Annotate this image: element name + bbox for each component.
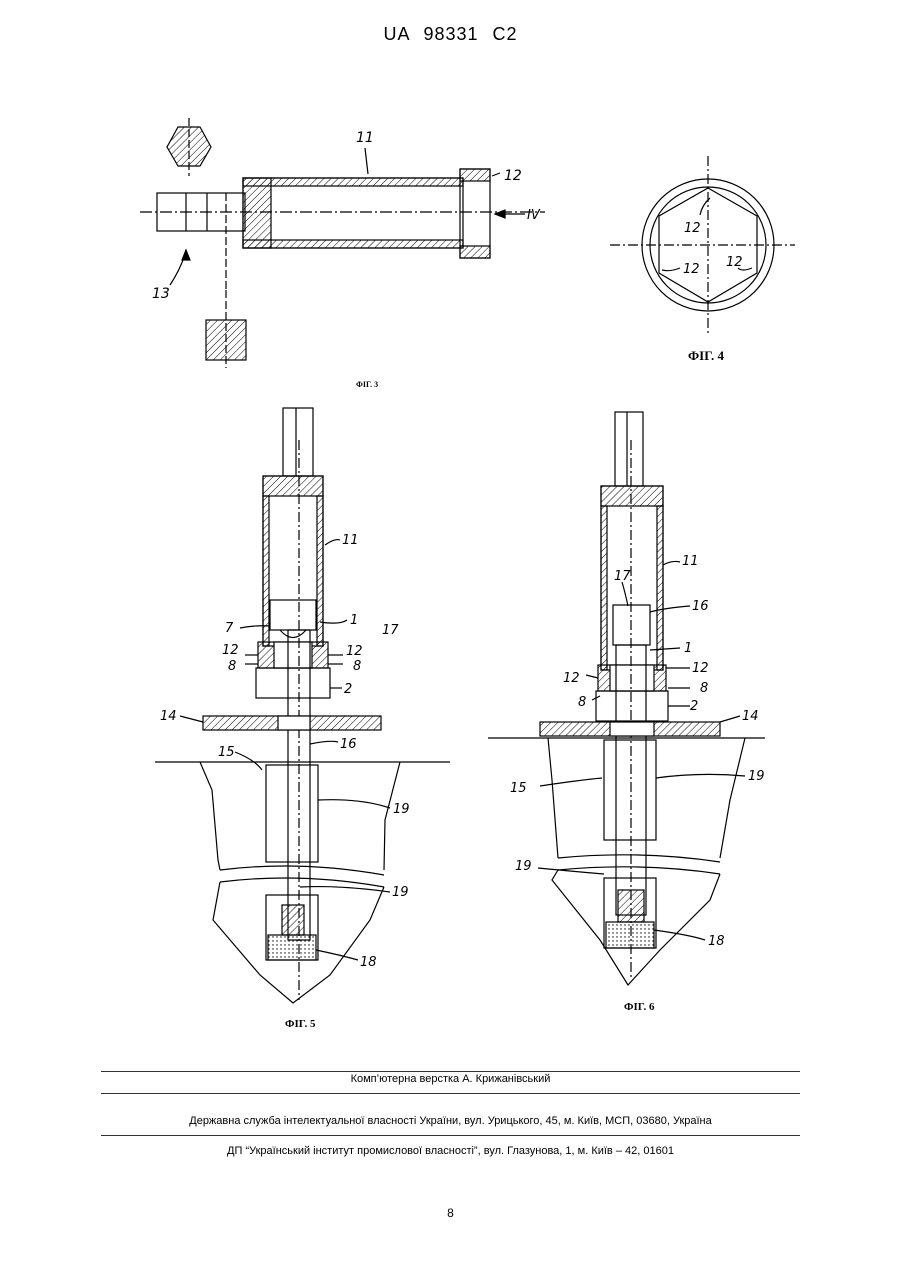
fig6-label-8a: 8 bbox=[578, 695, 586, 710]
fig6-label-12b: 12 bbox=[692, 661, 709, 676]
fig5-label-19a: 19 bbox=[393, 802, 410, 817]
fig6-caption: ФІГ. 6 bbox=[624, 1001, 655, 1013]
fig5-label-2: 2 bbox=[344, 682, 352, 697]
footer-divider-1 bbox=[101, 1071, 800, 1072]
fig6-label-2: 2 bbox=[690, 699, 698, 714]
fig4-label-12a: 12 bbox=[684, 221, 701, 236]
fig3-label-IV: IV bbox=[527, 208, 541, 223]
fig5-label-12a: 12 bbox=[222, 643, 239, 658]
fig4-caption: ФІГ. 4 bbox=[688, 348, 725, 363]
patent-drawings: 11 12 13 IV ФІГ. 3 12 12 12 ФІГ. 4 bbox=[0, 0, 901, 1060]
fig5-label-8b: 8 bbox=[353, 659, 361, 674]
fig6-label-19a: 19 bbox=[748, 769, 765, 784]
page-number: 8 bbox=[0, 1206, 901, 1220]
fig6-label-1: 1 bbox=[684, 641, 692, 656]
fig5-label-16: 16 bbox=[340, 737, 357, 752]
footer-divider-2 bbox=[101, 1093, 800, 1094]
fig5-label-11: 11 bbox=[342, 533, 359, 548]
fig6-label-17: 17 bbox=[614, 569, 631, 584]
footer-institute: ДП “Український інститут промислової вла… bbox=[0, 1145, 901, 1157]
fig6-label-11: 11 bbox=[682, 554, 699, 569]
footer-composer: Комп’ютерна верстка А. Крижанівський bbox=[0, 1073, 901, 1085]
fig6-label-12a: 12 bbox=[563, 671, 580, 686]
fig5-label-17: 17 bbox=[382, 623, 399, 638]
fig5-label-7: 7 bbox=[225, 621, 234, 636]
figure-5 bbox=[155, 408, 450, 1003]
fig5-label-12b: 12 bbox=[346, 644, 363, 659]
fig5-label-8a: 8 bbox=[228, 659, 236, 674]
fig3-label-11: 11 bbox=[356, 130, 374, 146]
fig5-label-1: 1 bbox=[350, 613, 358, 628]
fig4-label-12c: 12 bbox=[726, 255, 743, 270]
fig6-label-16: 16 bbox=[692, 599, 709, 614]
fig6-label-15: 15 bbox=[510, 781, 527, 796]
fig4-label-12b: 12 bbox=[683, 262, 700, 277]
fig5-label-19b: 19 bbox=[392, 885, 409, 900]
fig5-label-15: 15 bbox=[218, 745, 235, 760]
fig3-label-12: 12 bbox=[504, 168, 522, 184]
fig5-label-18: 18 bbox=[360, 955, 377, 970]
figure-6 bbox=[488, 412, 765, 985]
fig5-caption: ФІГ. 5 bbox=[285, 1018, 316, 1030]
fig3-label-13: 13 bbox=[152, 286, 170, 302]
fig6-label-18: 18 bbox=[708, 934, 725, 949]
fig5-label-14: 14 bbox=[160, 709, 177, 724]
figure-4 bbox=[610, 156, 795, 335]
footer-service: Державна служба інтелектуальної власност… bbox=[0, 1115, 901, 1127]
fig3-caption: ФІГ. 3 bbox=[356, 380, 378, 389]
figure-3 bbox=[140, 118, 545, 368]
fig6-label-14: 14 bbox=[742, 709, 759, 724]
footer-divider-3 bbox=[101, 1135, 800, 1136]
fig6-label-19b: 19 bbox=[515, 859, 532, 874]
fig6-label-8b: 8 bbox=[700, 681, 708, 696]
